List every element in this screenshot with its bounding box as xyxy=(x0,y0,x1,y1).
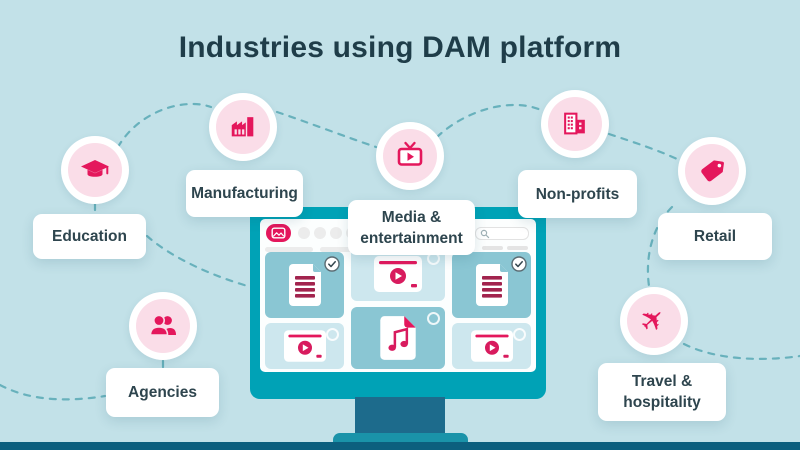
select-circle xyxy=(513,328,526,341)
industry-label-text: Agencies xyxy=(128,384,197,401)
industry-label-text: Media & xyxy=(381,208,442,226)
industry-label-text: entertainment xyxy=(360,229,463,247)
connector-media-nonprofits xyxy=(435,103,545,139)
bubble-inner xyxy=(68,143,122,197)
document-icon xyxy=(475,264,508,306)
asset-tile-document xyxy=(452,252,531,318)
industry-bubble-agencies xyxy=(129,292,197,360)
bubble-inner xyxy=(548,97,602,151)
video-player-icon xyxy=(374,256,422,292)
connector-travel-edge xyxy=(682,342,800,360)
industry-bubble-retail xyxy=(678,137,746,205)
industry-label-text: Retail xyxy=(693,228,737,245)
graduation-cap-icon xyxy=(81,160,109,177)
industry-label-text: Manufacturing xyxy=(191,185,298,202)
search-icon xyxy=(480,229,490,238)
industry-label-retail: Retail xyxy=(658,213,772,260)
industry-bubble-manufacturing xyxy=(209,93,277,161)
industry-bubble-education xyxy=(61,136,129,204)
video-player-icon xyxy=(283,330,326,362)
video-player-icon xyxy=(470,330,513,362)
music-file-icon xyxy=(380,316,416,360)
toolbar-bar xyxy=(265,247,313,252)
connector-education-manufacturing xyxy=(116,102,213,149)
industry-label-non-profits: Non-profits xyxy=(518,170,637,218)
bubble-inner xyxy=(216,100,270,154)
document-icon xyxy=(288,264,321,306)
people-icon xyxy=(149,314,176,336)
toolbar-dash xyxy=(507,246,528,250)
industry-label-media-entertainment: Media & entertainment xyxy=(348,200,475,255)
buildings-icon xyxy=(564,112,585,135)
industry-label-text: hospitality xyxy=(623,394,701,411)
connector-nonprofits-retail xyxy=(607,132,683,163)
industry-label-text: Travel & xyxy=(631,373,693,390)
page-title: Industries using DAM platform xyxy=(178,31,622,64)
select-circle xyxy=(427,312,440,325)
bottom-accent-bar xyxy=(0,442,800,450)
bubble-inner xyxy=(136,299,190,353)
connector-edge-agencies xyxy=(0,383,107,401)
image-badge xyxy=(266,224,291,242)
checkmark-icon xyxy=(324,256,340,272)
tv-play-icon xyxy=(397,141,423,166)
asset-tile-video xyxy=(265,323,344,369)
industry-label-travel-hospitality: Travel & hospitality xyxy=(598,363,726,421)
search-input xyxy=(475,227,529,240)
airplane-icon: ✈ xyxy=(632,299,675,343)
bubble-inner: ✈ xyxy=(627,294,681,348)
bubble-inner xyxy=(383,129,437,183)
asset-tile-audio xyxy=(351,307,445,369)
monitor-stand-neck xyxy=(355,397,445,439)
select-circle xyxy=(326,328,339,341)
bubble-inner xyxy=(685,144,739,198)
industry-bubble-travel-hospitality: ✈ xyxy=(620,287,688,355)
connector-retail-travel xyxy=(646,205,674,288)
industry-label-text: Non-profits xyxy=(535,185,620,203)
industry-bubble-media-entertainment xyxy=(376,122,444,190)
factory-icon xyxy=(231,117,254,137)
asset-tile-document xyxy=(265,252,344,318)
asset-tile-video xyxy=(452,323,531,369)
asset-tile-video xyxy=(351,247,445,301)
industry-bubble-non-profits xyxy=(541,90,609,158)
toolbar-circle xyxy=(298,227,310,239)
connector-education-monitor xyxy=(145,234,253,289)
connector-manufacturing-media xyxy=(275,110,378,149)
image-icon xyxy=(271,227,286,239)
industry-label-text: Education xyxy=(52,228,127,245)
industry-label-manufacturing: Manufacturing xyxy=(186,170,303,217)
price-tag-icon xyxy=(701,160,724,182)
industry-label-education: Education xyxy=(33,214,146,259)
checkmark-icon xyxy=(511,256,527,272)
toolbar-bar xyxy=(320,247,360,252)
toolbar-dash xyxy=(482,246,503,250)
toolbar-circle xyxy=(314,227,326,239)
industry-label-agencies: Agencies xyxy=(106,368,219,417)
toolbar-circle xyxy=(330,227,342,239)
